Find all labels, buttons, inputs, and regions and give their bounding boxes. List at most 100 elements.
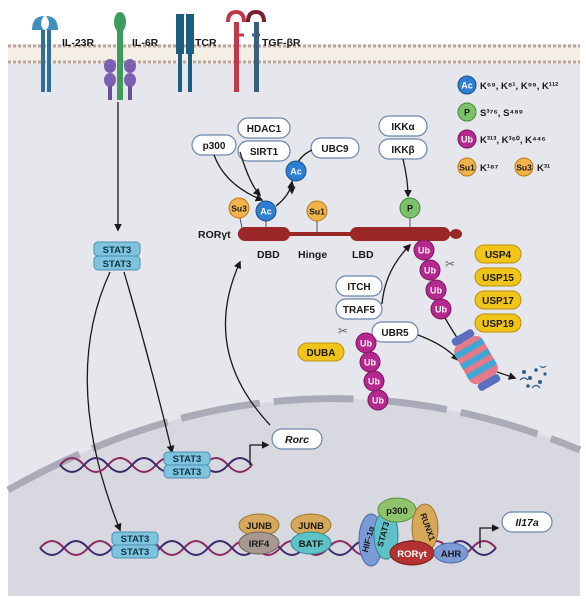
il6r-receptor <box>104 12 136 100</box>
su3-mod-label: Su3 <box>231 204 247 214</box>
ubr5-proteasome-arrow <box>417 334 460 362</box>
legend-su3-text: K³¹ <box>537 163 550 174</box>
itch-label: ITCH <box>347 282 370 293</box>
scissors-icon: ✂ <box>445 257 455 271</box>
ac-mod-label: Ac <box>260 207 272 217</box>
p-mod <box>399 197 421 219</box>
sirt1-label: SIRT1 <box>250 147 279 158</box>
rorc-to-rorgt-arrow <box>224 260 271 426</box>
rorgt-cterm <box>450 229 462 239</box>
p300-label: p300 <box>203 141 226 152</box>
ac-free-label: Ac <box>290 167 302 177</box>
tcr-label: TCR <box>195 37 217 49</box>
svg-text:Ub: Ub <box>430 286 442 296</box>
hinge-label: Hinge <box>298 249 327 261</box>
legend-ub-badge: Ub <box>461 135 473 145</box>
legend-su3-badge: Su3 <box>516 163 532 173</box>
duba-label: DUBA <box>307 348 336 359</box>
svg-text:Ub: Ub <box>435 305 447 315</box>
rorgt-label: RORγt <box>198 229 231 241</box>
dna-rorc <box>59 457 253 473</box>
svg-text:STAT3: STAT3 <box>173 454 202 465</box>
tgfbr-receptor <box>226 10 266 92</box>
cell-membrane <box>8 44 580 64</box>
duba-badge <box>297 342 345 362</box>
ub-chain-lbd: Ub Ub Ub Ub <box>413 239 452 320</box>
il17a-box <box>501 511 553 533</box>
legend-ub-text: K³¹³, K³⁶⁰, K⁴⁴⁶ <box>480 135 546 146</box>
ikka-label: IKKα <box>391 122 415 133</box>
batf-label: BATF <box>299 539 324 550</box>
deacetylation-arrow <box>275 180 295 207</box>
ubc9-label: UBC9 <box>321 144 349 155</box>
ahr-label: AHR <box>441 549 462 560</box>
usp15-label: USP15 <box>482 273 514 284</box>
il17a-label: Il17a <box>515 517 539 529</box>
legend: Ac K⁶⁹, K⁸¹, K⁹⁹, K¹¹² P S³⁷⁶, S⁴⁸⁹ Ub K… <box>457 75 558 177</box>
lbd-domain <box>350 227 450 241</box>
traf5-label: TRAF5 <box>343 305 376 316</box>
itch-box <box>335 275 383 297</box>
usp19-badge <box>474 313 522 333</box>
svg-text:Ub: Ub <box>368 377 380 387</box>
stat3-rorc-promoter: STAT3 STAT3 <box>163 451 211 479</box>
il23r-receptor <box>32 16 58 92</box>
ikk-arrow <box>402 158 412 198</box>
svg-text:Ub: Ub <box>360 339 372 349</box>
tcr-receptor <box>176 14 194 92</box>
p-mod-label: P <box>407 204 413 214</box>
dbd-domain <box>238 227 290 241</box>
ubr5-label: UBR5 <box>381 328 409 339</box>
legend-su1-badge: Su1 <box>459 163 475 173</box>
hdac1-box <box>237 117 291 139</box>
svg-text:STAT3: STAT3 <box>173 467 202 478</box>
legend-p-text: S³⁷⁶, S⁴⁸⁹ <box>480 108 523 119</box>
junb2-label: JUNB <box>298 521 324 532</box>
legend-ac-badge: Ac <box>461 81 473 91</box>
usp15-badge <box>474 267 522 287</box>
stat3-cytoplasm: STAT3 STAT3 <box>93 241 141 271</box>
duba-scissors-icon: ✂ <box>338 324 348 338</box>
e3-arrow <box>381 243 412 305</box>
svg-text:STAT3: STAT3 <box>121 534 150 545</box>
ubr5-box <box>371 321 419 343</box>
stat3-il17a-promoter: STAT3 STAT3 <box>111 531 159 559</box>
svg-text:Ub: Ub <box>372 396 384 406</box>
ikka-box <box>378 115 428 137</box>
junb1-label: JUNB <box>246 521 272 532</box>
rorc-label: Rorc <box>285 434 309 446</box>
svg-text:STAT3: STAT3 <box>121 547 150 558</box>
sirt1-arrow <box>239 151 262 197</box>
complex-p300-label: p300 <box>386 506 408 517</box>
rorc-tss-arrow <box>249 441 270 465</box>
transcription-complex: JUNB IRF4 JUNB BATF HIF-1α STAT3 p300 RU… <box>238 497 469 567</box>
proteasome <box>451 329 501 391</box>
traf5-box <box>335 298 383 320</box>
stat3-to-rorc-arrow <box>123 271 175 454</box>
il23r-label: IL-23R <box>62 37 95 49</box>
legend-p-badge: P <box>464 108 470 118</box>
tgfbr-label: TGF-βR <box>262 37 301 49</box>
su1-mod <box>306 200 328 222</box>
usp17-label: USP17 <box>482 296 514 307</box>
ikkb-label: IKKβ <box>391 145 414 156</box>
peptide-fragments <box>519 365 547 389</box>
su1-mod-label: Su1 <box>309 207 325 217</box>
il17a-tss-arrow <box>479 524 500 548</box>
sirt1-box <box>237 140 291 162</box>
hdac1-label: HDAC1 <box>247 124 282 135</box>
ub-chain-ubr5: Ub Ub Ub Ub <box>355 332 389 411</box>
complex-rorgt-label: RORγt <box>397 549 427 560</box>
su3-stem <box>239 217 243 229</box>
legend-ac-text: K⁶⁹, K⁸¹, K⁹⁹, K¹¹² <box>480 81 558 92</box>
usp4-badge <box>474 244 522 264</box>
legend-su1-text: K¹⁸⁷ <box>480 163 499 174</box>
degradation-arrow <box>496 371 517 380</box>
rorc-box <box>271 428 323 450</box>
lbd-label: LBD <box>352 249 374 261</box>
usp19-label: USP19 <box>482 319 514 330</box>
p300-arrow <box>213 154 264 202</box>
ubc9-box <box>310 137 360 159</box>
nuclear-envelope <box>6 395 582 494</box>
